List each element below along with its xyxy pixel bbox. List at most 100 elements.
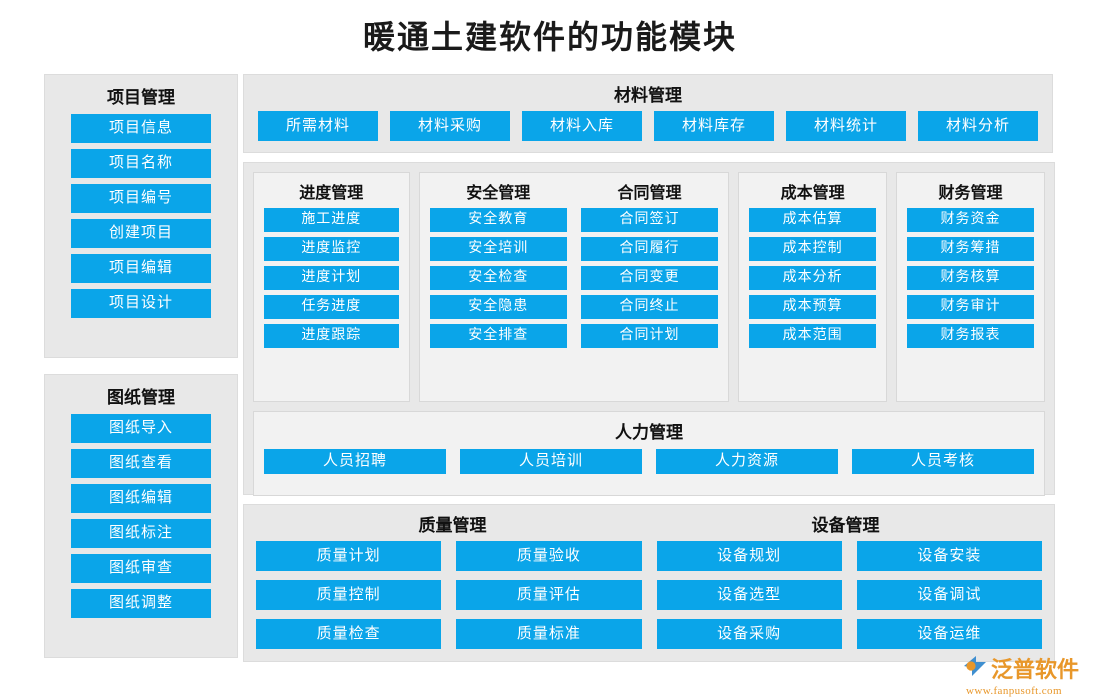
equipment-management-title: 设备管理: [811, 516, 880, 535]
hr-management-title: 人力管理: [615, 423, 683, 442]
drawing-management-panel: 图纸管理 图纸导入 图纸查看 图纸编辑 图纸标注 图纸审查 图纸调整: [44, 374, 238, 658]
finance-item-financing[interactable]: 财务筹措: [907, 237, 1034, 261]
quality-equipment-headers: 质量管理 设备管理: [256, 511, 1042, 536]
project-management-title: 项目管理: [107, 88, 175, 107]
contract-item-termination[interactable]: 合同终止: [580, 295, 719, 319]
contract-item-performance[interactable]: 合同履行: [580, 237, 719, 261]
hr-item-recruitment[interactable]: 人员招聘: [264, 449, 446, 474]
project-management-panel: 项目管理 项目信息 项目名称 项目编号 创建项目 项目编辑 项目设计: [44, 74, 238, 358]
drawing-item-view[interactable]: 图纸查看: [71, 449, 211, 478]
cost-item-estimate[interactable]: 成本估算: [749, 208, 877, 232]
contract-management-column: 合同管理 合同签订 合同履行 合同变更 合同终止 合同计划: [580, 179, 719, 348]
equipment-item-planning[interactable]: 设备规划: [656, 541, 842, 571]
finance-item-accounting[interactable]: 财务核算: [907, 266, 1034, 290]
project-management-list: 项目信息 项目名称 项目编号 创建项目 项目编辑 项目设计: [71, 114, 211, 318]
contract-item-signing[interactable]: 合同签订: [580, 208, 719, 232]
project-item-number[interactable]: 项目编号: [71, 184, 211, 213]
project-item-name[interactable]: 项目名称: [71, 149, 211, 178]
drawing-item-adjust[interactable]: 图纸调整: [71, 589, 211, 618]
progress-item-task[interactable]: 任务进度: [264, 295, 399, 319]
core-modules-panel: 进度管理 施工进度 进度监控 进度计划 任务进度 进度跟踪 安全管理 安全教育: [243, 162, 1055, 496]
material-item-stock[interactable]: 材料库存: [654, 111, 774, 141]
quality-item-evaluation[interactable]: 质量评估: [456, 580, 642, 610]
cost-management-list: 成本估算 成本控制 成本分析 成本预算 成本范围: [749, 208, 877, 348]
quality-item-control[interactable]: 质量控制: [256, 580, 442, 610]
quality-item-acceptance[interactable]: 质量验收: [456, 541, 642, 571]
cost-item-scope[interactable]: 成本范围: [749, 324, 877, 348]
cost-item-control[interactable]: 成本控制: [749, 237, 877, 261]
cost-item-analysis[interactable]: 成本分析: [749, 266, 877, 290]
fanpu-swoosh-icon: [962, 654, 988, 683]
equipment-item-installation[interactable]: 设备安装: [856, 541, 1042, 571]
progress-item-monitor[interactable]: 进度监控: [264, 237, 399, 261]
progress-management-box: 进度管理 施工进度 进度监控 进度计划 任务进度 进度跟踪: [253, 172, 410, 402]
project-item-design[interactable]: 项目设计: [71, 289, 211, 318]
progress-management-list: 施工进度 进度监控 进度计划 任务进度 进度跟踪: [264, 208, 399, 348]
drawing-management-title: 图纸管理: [107, 388, 175, 407]
finance-item-report[interactable]: 财务报表: [907, 324, 1034, 348]
logo-row: 泛普软件: [962, 652, 1094, 684]
material-item-required[interactable]: 所需材料: [258, 111, 378, 141]
drawing-management-list: 图纸导入 图纸查看 图纸编辑 图纸标注 图纸审查 图纸调整: [71, 414, 211, 618]
contract-item-change[interactable]: 合同变更: [580, 266, 719, 290]
company-logo: 泛普软件 www.fanpusoft.com: [962, 652, 1094, 697]
material-item-statistics[interactable]: 材料统计: [786, 111, 906, 141]
material-item-inbound[interactable]: 材料入库: [522, 111, 642, 141]
finance-management-title: 财务管理: [938, 185, 1003, 202]
project-item-edit[interactable]: 项目编辑: [71, 254, 211, 283]
contract-management-list: 合同签订 合同履行 合同变更 合同终止 合同计划: [580, 208, 719, 348]
logo-brand: 泛普软件: [991, 657, 1080, 682]
contract-item-plan[interactable]: 合同计划: [580, 324, 719, 348]
progress-item-construction[interactable]: 施工进度: [264, 208, 399, 232]
drawing-item-import[interactable]: 图纸导入: [71, 414, 211, 443]
project-item-create[interactable]: 创建项目: [71, 219, 211, 248]
hr-item-resources[interactable]: 人力资源: [656, 449, 838, 474]
cost-item-budget[interactable]: 成本预算: [749, 295, 877, 319]
project-item-info[interactable]: 项目信息: [71, 114, 211, 143]
drawing-item-annotate[interactable]: 图纸标注: [71, 519, 211, 548]
equipment-item-purchase[interactable]: 设备采购: [656, 619, 842, 649]
material-management-list: 所需材料 材料采购 材料入库 材料库存 材料统计 材料分析: [258, 111, 1038, 141]
safety-management-title: 安全管理: [466, 185, 531, 202]
quality-item-plan[interactable]: 质量计划: [256, 541, 442, 571]
equipment-item-maintenance[interactable]: 设备运维: [856, 619, 1042, 649]
equipment-item-selection[interactable]: 设备选型: [656, 580, 842, 610]
finance-management-box: 财务管理 财务资金 财务筹措 财务核算 财务审计 财务报表: [896, 172, 1045, 402]
drawing-item-edit[interactable]: 图纸编辑: [71, 484, 211, 513]
hr-management-box: 人力管理 人员招聘 人员培训 人力资源 人员考核: [253, 411, 1045, 496]
safety-management-list: 安全教育 安全培训 安全检查 安全隐患 安全排查: [429, 208, 567, 348]
hr-management-list: 人员招聘 人员培训 人力资源 人员考核: [264, 449, 1034, 474]
core-modules-row: 进度管理 施工进度 进度监控 进度计划 任务进度 进度跟踪 安全管理 安全教育: [253, 172, 1045, 402]
page-title: 暖通土建软件的功能模块: [362, 19, 737, 55]
safety-item-education[interactable]: 安全教育: [429, 208, 567, 232]
safety-item-training[interactable]: 安全培训: [429, 237, 567, 261]
progress-management-title: 进度管理: [299, 185, 364, 202]
equipment-item-debugging[interactable]: 设备调试: [856, 580, 1042, 610]
hr-item-training[interactable]: 人员培训: [460, 449, 642, 474]
cost-management-title: 成本管理: [780, 185, 845, 202]
material-item-analysis[interactable]: 材料分析: [918, 111, 1038, 141]
material-item-purchase[interactable]: 材料采购: [390, 111, 510, 141]
cost-management-box: 成本管理 成本估算 成本控制 成本分析 成本预算 成本范围: [738, 172, 888, 402]
finance-item-audit[interactable]: 财务审计: [907, 295, 1034, 319]
material-management-title: 材料管理: [614, 86, 682, 105]
contract-management-title: 合同管理: [617, 185, 682, 202]
progress-item-tracking[interactable]: 进度跟踪: [264, 324, 399, 348]
safety-item-inspection[interactable]: 安全检查: [429, 266, 567, 290]
progress-item-plan[interactable]: 进度计划: [264, 266, 399, 290]
safety-item-screening[interactable]: 安全排查: [429, 324, 567, 348]
drawing-item-review[interactable]: 图纸审查: [71, 554, 211, 583]
quality-management-title: 质量管理: [418, 516, 487, 535]
finance-management-list: 财务资金 财务筹措 财务核算 财务审计 财务报表: [907, 208, 1034, 348]
finance-item-funds[interactable]: 财务资金: [907, 208, 1034, 232]
safety-contract-columns: 安全管理 安全教育 安全培训 安全检查 安全隐患 安全排查 合同管理 合同签订: [429, 179, 719, 348]
quality-equipment-grid: 质量计划 质量验收 设备规划 设备安装 质量控制 质量评估 设备选型 设备调试 …: [256, 541, 1042, 649]
quality-item-inspection[interactable]: 质量检查: [256, 619, 442, 649]
material-management-panel: 材料管理 所需材料 材料采购 材料入库 材料库存 材料统计 材料分析: [243, 74, 1053, 153]
hr-item-assessment[interactable]: 人员考核: [852, 449, 1034, 474]
quality-equipment-panel: 质量管理 设备管理 质量计划 质量验收 设备规划 设备安装 质量控制 质量评估 …: [243, 504, 1055, 662]
quality-item-standard[interactable]: 质量标准: [456, 619, 642, 649]
safety-item-hazard[interactable]: 安全隐患: [429, 295, 567, 319]
logo-url: www.fanpusoft.com: [966, 685, 1062, 697]
